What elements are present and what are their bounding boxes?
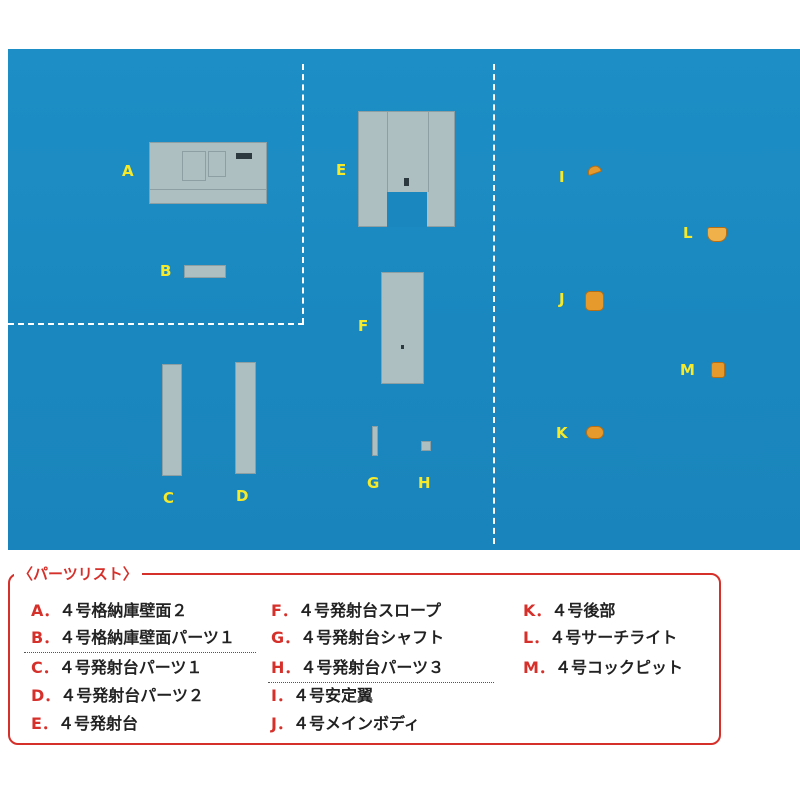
list-item-name: ４号発射台シャフト bbox=[300, 628, 445, 647]
label-j: J bbox=[559, 290, 565, 308]
list-item-name: ４号安定翼 bbox=[292, 686, 373, 705]
part-c-launch-pad-part-1 bbox=[162, 364, 182, 476]
divider-vertical-right bbox=[493, 64, 495, 544]
parts-list-box bbox=[8, 573, 721, 745]
list-item-f: F．４号発射台スロープ bbox=[271, 603, 441, 619]
part-l-searchlight bbox=[707, 227, 727, 242]
parts-list-title: 〈パーツリスト〉 bbox=[14, 563, 142, 584]
list-item-key: A． bbox=[31, 601, 60, 620]
divider-horizontal-left bbox=[8, 323, 304, 325]
part-d-launch-pad-part-2 bbox=[235, 362, 256, 474]
part-h-launch-pad-part-3 bbox=[421, 441, 431, 451]
label-g: G bbox=[367, 474, 380, 492]
label-l: L bbox=[683, 224, 693, 242]
list-item-name: ４号格納庫壁面パーツ１ bbox=[59, 628, 235, 647]
list-item-name: ４号格納庫壁面２ bbox=[59, 601, 188, 620]
list-item-key: G． bbox=[271, 628, 301, 647]
list-item-a: A．４号格納庫壁面２ bbox=[31, 603, 187, 619]
label-i: I bbox=[559, 168, 565, 186]
part-g-launch-pad-shaft bbox=[372, 426, 378, 456]
list-item-i: I．４号安定翼 bbox=[271, 688, 373, 704]
label-c: C bbox=[163, 489, 175, 507]
list-item-name: ４号サーチライト bbox=[549, 628, 678, 647]
list-item-key: J． bbox=[271, 714, 293, 733]
list-item-name: ４号発射台パーツ１ bbox=[58, 658, 203, 677]
list-item-e: E．４号発射台 bbox=[31, 716, 138, 732]
list-item-d: D．４号発射台パーツ２ bbox=[31, 688, 204, 704]
part-b-hangar-wall-part bbox=[184, 265, 226, 278]
part-i-stabilizer-wing bbox=[586, 163, 602, 177]
list-item-name: ４号発射台スロープ bbox=[297, 601, 441, 620]
list-item-c: C．４号発射台パーツ１ bbox=[31, 660, 202, 676]
list-item-key: B． bbox=[31, 628, 60, 647]
list-item-name: ４号コックピット bbox=[554, 658, 683, 677]
part-j-main-body bbox=[585, 291, 604, 311]
list-item-b: B．４号格納庫壁面パーツ１ bbox=[31, 630, 235, 646]
parts-photo: A B C D E F G H I L J M K bbox=[8, 49, 800, 550]
list-item-k: K．４号後部 bbox=[523, 603, 615, 619]
part-k-rear-section bbox=[586, 426, 604, 439]
list-item-name: ４号メインボディ bbox=[292, 714, 420, 733]
part-a-hangar-wall bbox=[149, 142, 267, 204]
label-b: B bbox=[160, 262, 172, 280]
list-item-m: M．４号コックピット bbox=[523, 660, 683, 676]
list-item-j: J．４号メインボディ bbox=[271, 716, 420, 732]
part-f-launch-pad-slope bbox=[381, 272, 424, 384]
part-m-cockpit bbox=[711, 362, 725, 378]
list-item-h: H．４号発射台パーツ３ bbox=[271, 660, 444, 676]
list-item-key: E． bbox=[31, 714, 58, 733]
label-k: K bbox=[556, 424, 568, 442]
list-item-key: H． bbox=[271, 658, 301, 677]
part-e-launch-pad bbox=[358, 111, 455, 227]
label-h: H bbox=[418, 474, 431, 492]
list-item-key: F． bbox=[271, 601, 298, 620]
list-item-name: ４号発射台パーツ３ bbox=[300, 658, 445, 677]
label-m: M bbox=[680, 361, 695, 379]
divider-vertical-left bbox=[302, 64, 304, 324]
list-item-key: K． bbox=[523, 601, 552, 620]
list-item-name: ４号発射台 bbox=[57, 714, 138, 733]
list-item-key: I． bbox=[271, 686, 293, 705]
list-item-name: ４号発射台パーツ２ bbox=[60, 686, 204, 705]
list-item-key: C． bbox=[31, 658, 59, 677]
label-e: E bbox=[336, 161, 347, 179]
list-item-key: M． bbox=[523, 658, 555, 677]
list-item-l: L．４号サーチライト bbox=[523, 630, 677, 646]
label-f: F bbox=[358, 317, 369, 335]
list-item-g: G．４号発射台シャフト bbox=[271, 630, 444, 646]
list-separator-col1 bbox=[24, 652, 256, 653]
list-separator-col2 bbox=[268, 682, 494, 683]
label-a: A bbox=[122, 162, 134, 180]
list-item-name: ４号後部 bbox=[551, 601, 616, 620]
list-item-key: L． bbox=[523, 628, 550, 647]
label-d: D bbox=[236, 487, 249, 505]
list-item-key: D． bbox=[31, 686, 61, 705]
